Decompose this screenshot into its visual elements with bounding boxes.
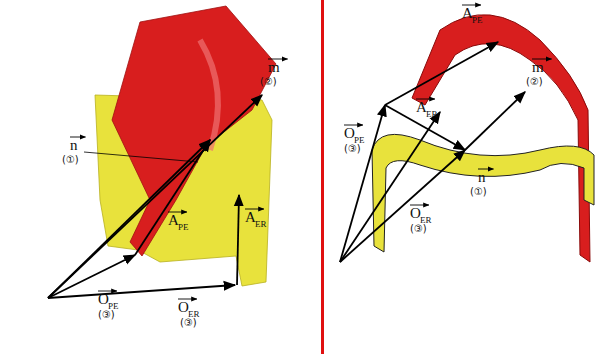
yellow-surface [372,134,594,252]
vector-arrow [340,112,440,262]
vector-subscript: PE [178,223,189,232]
callout-number: (①) [62,155,79,165]
vector-symbol: A [462,6,473,21]
vector-symbol: m [268,60,280,75]
vector-subscript: ER [426,110,438,119]
panel-divider [321,0,324,354]
vector-subscript: PE [472,16,483,25]
red-surface [112,6,276,256]
callout-number: (③) [98,310,115,320]
red-surface [412,15,590,262]
vector-symbol: O [178,300,189,315]
vector-group [340,42,525,262]
callout-number: (②) [526,77,543,87]
vector-symbol: O [344,126,355,141]
vector-arrow [237,195,239,285]
callout-number: (③) [180,318,197,328]
callout-number: (②) [260,77,277,87]
vector-symbol: A [168,213,179,228]
vector-symbol: O [410,206,421,221]
vector-symbol: O [98,292,109,307]
leader-line [84,152,198,162]
vector-symbol: A [245,210,256,225]
callout-number: (①) [470,187,487,197]
vector-group [48,95,262,298]
vector-arrow [465,92,525,150]
vector-arrow [340,105,385,262]
vector-arrow [385,42,498,105]
vector-symbol: m [532,60,544,75]
callout-number: (③) [410,224,427,234]
vector-symbol: n [70,138,78,153]
surface-highlight [200,40,218,150]
vector-arrow [48,285,235,298]
vector-symbol: n [478,170,486,185]
callout-number: (③) [344,144,361,154]
vector-arrow [48,95,262,298]
vector-symbol: A [416,100,427,115]
vector-arrow [48,255,135,298]
vector-subscript: ER [255,220,267,229]
